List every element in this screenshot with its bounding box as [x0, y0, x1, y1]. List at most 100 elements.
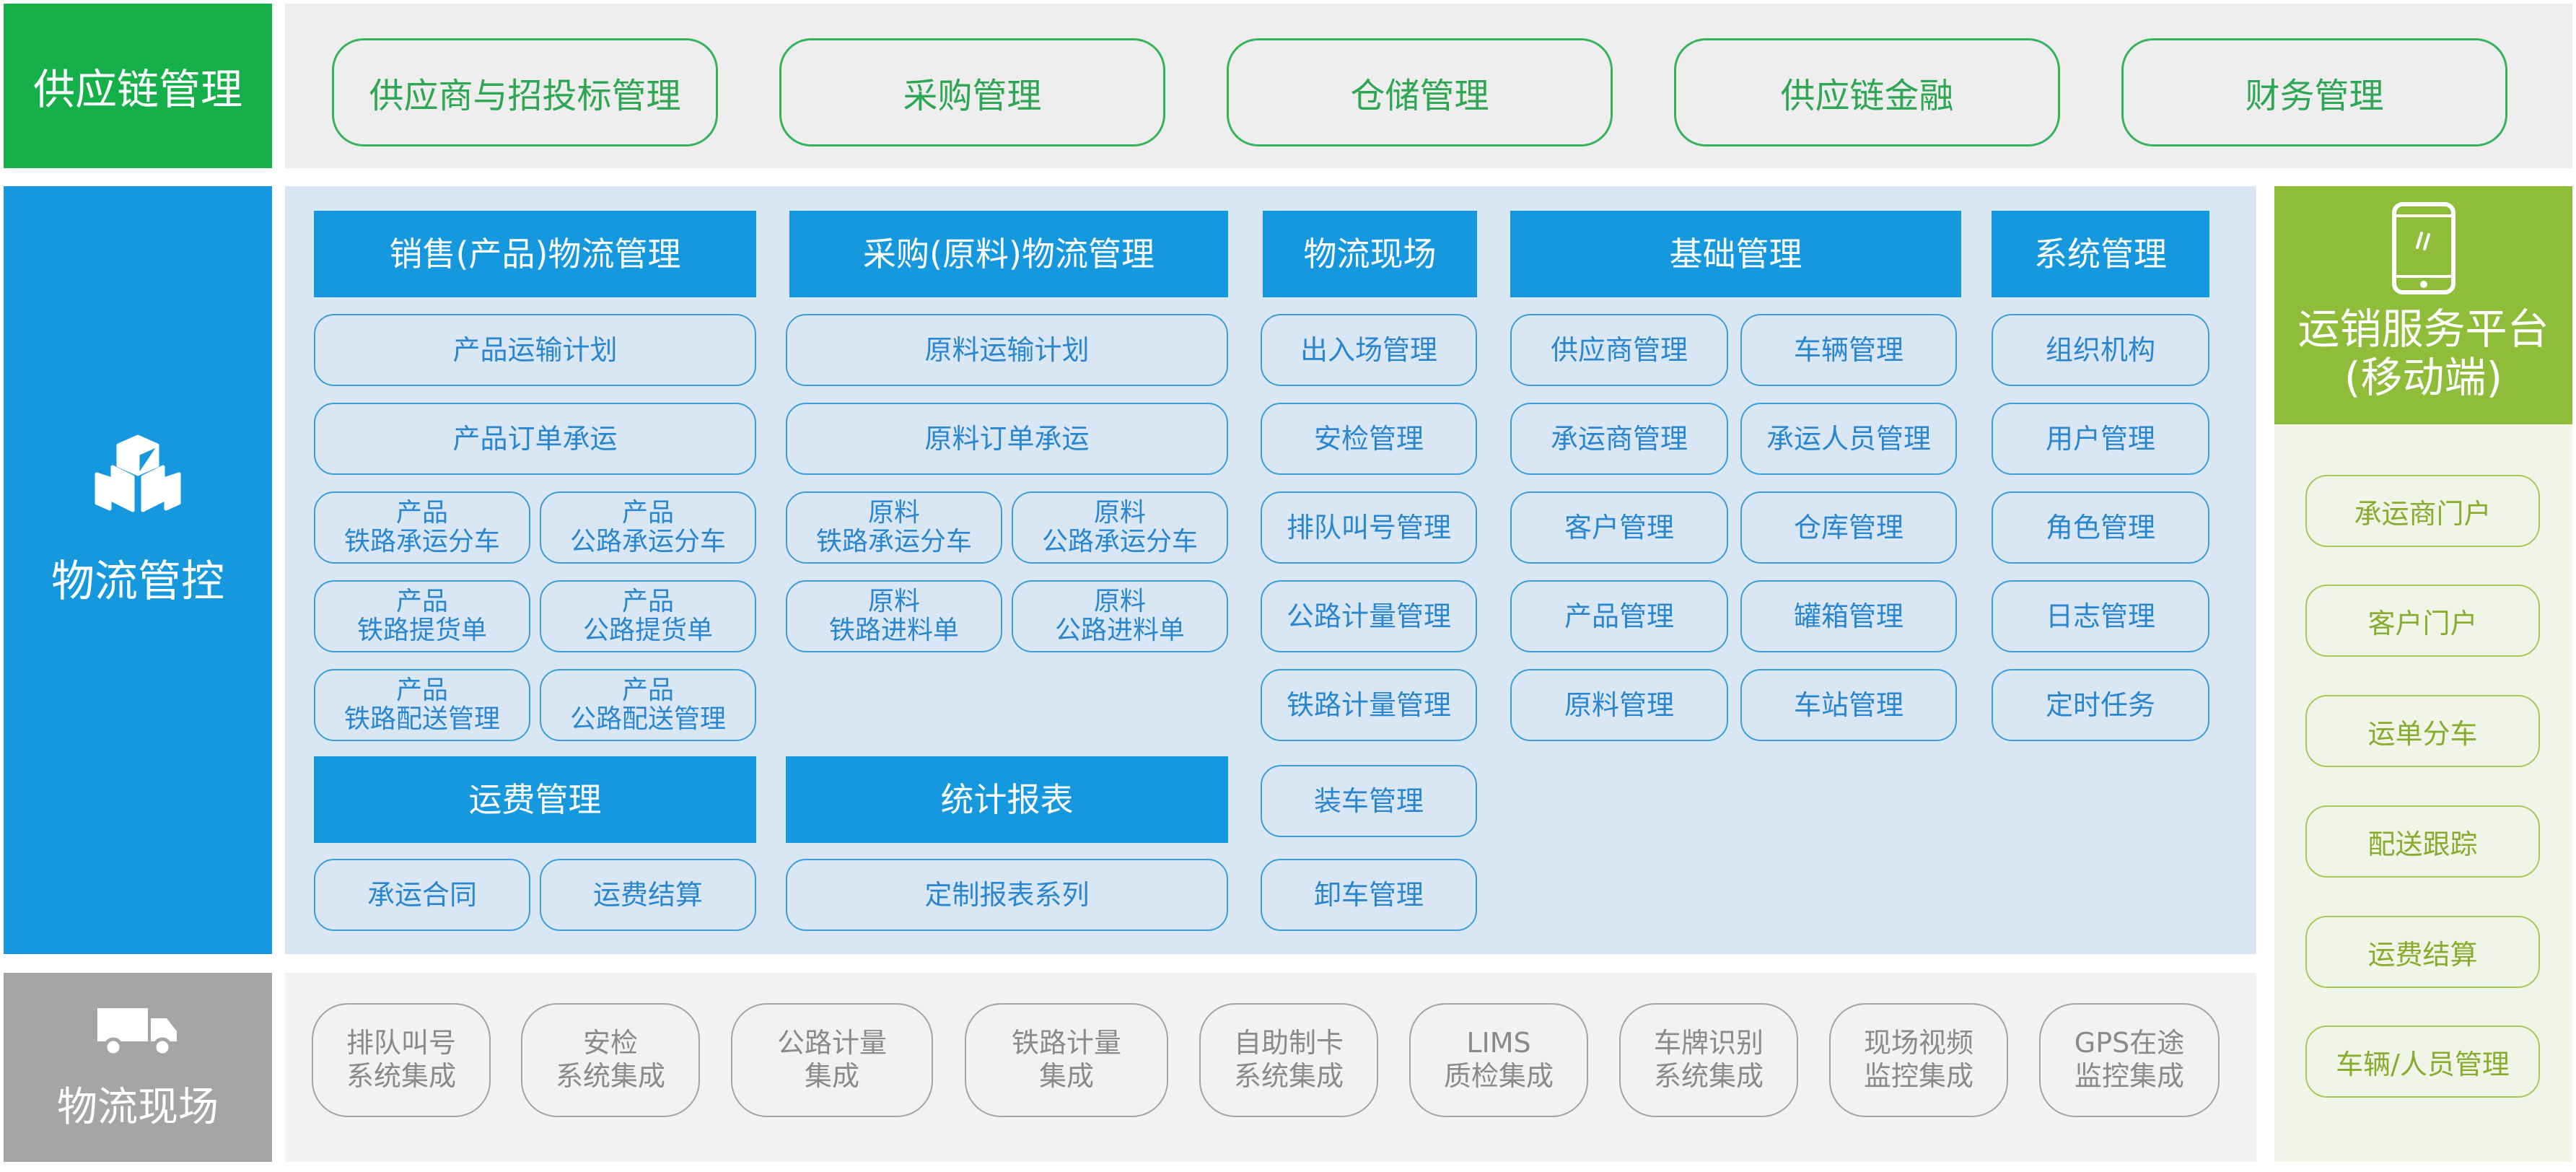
sales-rail-pickup-l2: 铁路提货单 [356, 616, 487, 645]
integration-card-making[interactable]: 自助制卡 系统集成 [1199, 1003, 1378, 1117]
mobile-platform-title-1: 运销服务平台 [2297, 305, 2549, 354]
mobile-waybill-dispatch[interactable]: 运单分车 [2305, 695, 2540, 767]
integration-queue-call-l1: 排队叫号 [346, 1027, 456, 1059]
integration-lims-l1: LIMS [1466, 1027, 1531, 1059]
supply-chain-panel [285, 4, 2572, 168]
purchase-order-carrier[interactable]: 原料订单承运 [786, 403, 1228, 475]
mobile-customer-portal[interactable]: 客户门户 [2305, 585, 2540, 657]
site-unloading[interactable]: 卸车管理 [1261, 859, 1477, 931]
integration-gps-monitoring-l2: 监控集成 [2074, 1060, 2184, 1092]
base-station[interactable]: 车站管理 [1740, 669, 1957, 741]
purchase-road-dispatch-l1: 原料 [1093, 497, 1146, 528]
base-product[interactable]: 产品管理 [1510, 580, 1728, 652]
base-tank-container[interactable]: 罐箱管理 [1740, 580, 1957, 652]
integration-rail-weighing-l2: 集成 [1038, 1060, 1094, 1092]
integration-queue-call[interactable]: 排队叫号 系统集成 [312, 1003, 491, 1117]
integration-gps-monitoring-l1: GPS在途 [2074, 1027, 2185, 1059]
purchase-rail-intake[interactable]: 原料 铁路进料单 [786, 580, 1002, 652]
integration-plate-recognition-l1: 车牌识别 [1653, 1027, 1764, 1059]
supply-chain-item-procurement[interactable]: 采购管理 [779, 38, 1165, 146]
integration-card-making-l2: 系统集成 [1233, 1060, 1344, 1092]
supply-chain-title: 供应链管理 [32, 65, 242, 114]
sales-transport-plan[interactable]: 产品运输计划 [314, 314, 756, 386]
sales-road-delivery[interactable]: 产品 公路配送管理 [540, 669, 756, 741]
sales-rail-dispatch-l2: 铁路承运分车 [343, 527, 500, 556]
site-header: 物流现场 [1263, 211, 1477, 297]
purchase-road-dispatch[interactable]: 原料 公路承运分车 [1012, 491, 1228, 564]
purchase-rail-intake-l2: 铁路进料单 [828, 616, 959, 645]
site-security-check[interactable]: 安检管理 [1261, 403, 1477, 475]
sales-road-pickup-l2: 公路提货单 [582, 616, 713, 645]
integration-plate-recognition[interactable]: 车牌识别 系统集成 [1619, 1003, 1798, 1117]
purchase-logistics-header: 采购(原料)物流管理 [789, 211, 1228, 297]
integration-rail-weighing-l1: 铁路计量 [1011, 1027, 1121, 1059]
system-scheduled-tasks[interactable]: 定时任务 [1992, 669, 2209, 741]
base-supplier[interactable]: 供应商管理 [1510, 314, 1728, 386]
purchase-road-dispatch-l2: 公路承运分车 [1041, 527, 1198, 556]
integration-rail-weighing[interactable]: 铁路计量 集成 [965, 1003, 1168, 1117]
report-header: 统计报表 [786, 756, 1228, 843]
base-carrier-staff[interactable]: 承运人员管理 [1740, 403, 1957, 475]
sales-rail-delivery[interactable]: 产品 铁路配送管理 [314, 669, 530, 741]
sales-rail-delivery-l1: 产品 [395, 675, 448, 705]
freight-header: 运费管理 [314, 756, 756, 843]
supply-chain-item-bidding[interactable]: 供应商与招投标管理 [332, 38, 718, 146]
site-rail-weighing[interactable]: 铁路计量管理 [1261, 669, 1477, 741]
base-vehicle[interactable]: 车辆管理 [1740, 314, 1957, 386]
base-warehouse[interactable]: 仓库管理 [1740, 491, 1957, 564]
supply-chain-item-warehouse[interactable]: 仓储管理 [1227, 38, 1613, 146]
purchase-rail-dispatch-l2: 铁路承运分车 [815, 527, 972, 556]
integration-lims-l2: 质检集成 [1443, 1060, 1554, 1092]
sales-road-pickup-l1: 产品 [621, 586, 674, 616]
integration-queue-call-l2: 系统集成 [346, 1060, 456, 1092]
sales-road-delivery-l1: 产品 [621, 675, 674, 705]
purchase-road-intake-l1: 原料 [1093, 586, 1146, 616]
integration-road-weighing[interactable]: 公路计量 集成 [731, 1003, 933, 1117]
mobile-freight-settlement[interactable]: 运费结算 [2305, 916, 2540, 988]
sales-logistics-header: 销售(产品)物流管理 [314, 211, 756, 297]
report-custom-series[interactable]: 定制报表系列 [786, 859, 1228, 931]
sales-order-carrier[interactable]: 产品订单承运 [314, 403, 756, 475]
system-logs[interactable]: 日志管理 [1992, 580, 2209, 652]
mobile-platform-title-2: (移动端) [2344, 353, 2503, 402]
integration-security[interactable]: 安检 系统集成 [521, 1003, 700, 1117]
site-entry-exit[interactable]: 出入场管理 [1261, 314, 1477, 386]
base-carrier[interactable]: 承运商管理 [1510, 403, 1728, 475]
integration-road-weighing-l1: 公路计量 [776, 1027, 887, 1059]
purchase-road-intake[interactable]: 原料 公路进料单 [1012, 580, 1228, 652]
logistics-site-title: 物流现场 [57, 1083, 219, 1131]
integration-road-weighing-l2: 集成 [804, 1060, 859, 1092]
mobile-delivery-tracking[interactable]: 配送跟踪 [2305, 805, 2540, 878]
freight-contract[interactable]: 承运合同 [314, 859, 530, 931]
site-road-weighing[interactable]: 公路计量管理 [1261, 580, 1477, 652]
purchase-transport-plan[interactable]: 原料运输计划 [786, 314, 1228, 386]
integration-gps-monitoring[interactable]: GPS在途 监控集成 [2039, 1003, 2220, 1117]
site-queue-call[interactable]: 排队叫号管理 [1261, 491, 1477, 564]
purchase-rail-intake-l1: 原料 [867, 586, 920, 616]
system-organization[interactable]: 组织机构 [1992, 314, 2209, 386]
supply-chain-item-finance[interactable]: 供应链金融 [1674, 38, 2060, 146]
base-header: 基础管理 [1510, 211, 1961, 297]
sales-road-pickup[interactable]: 产品 公路提货单 [540, 580, 756, 652]
integration-card-making-l1: 自助制卡 [1233, 1027, 1344, 1059]
sales-rail-dispatch[interactable]: 产品 铁路承运分车 [314, 491, 530, 564]
sales-road-dispatch[interactable]: 产品 公路承运分车 [540, 491, 756, 564]
system-header: 系统管理 [1992, 211, 2209, 297]
integration-video-monitoring[interactable]: 现场视频 监控集成 [1829, 1003, 2008, 1117]
integration-security-l1: 安检 [582, 1027, 638, 1059]
sales-road-dispatch-l2: 公路承运分车 [569, 527, 726, 556]
sales-rail-pickup[interactable]: 产品 铁路提货单 [314, 580, 530, 652]
system-users[interactable]: 用户管理 [1992, 403, 2209, 475]
freight-settlement[interactable]: 运费结算 [540, 859, 756, 931]
base-material[interactable]: 原料管理 [1510, 669, 1728, 741]
mobile-carrier-portal[interactable]: 承运商门户 [2305, 475, 2540, 547]
system-roles[interactable]: 角色管理 [1992, 491, 2209, 564]
sales-road-delivery-l2: 公路配送管理 [569, 704, 726, 734]
mobile-phone-icon [2391, 202, 2455, 295]
site-loading[interactable]: 装车管理 [1261, 765, 1477, 837]
mobile-vehicle-staff[interactable]: 车辆/人员管理 [2305, 1026, 2540, 1098]
supply-chain-item-accounting[interactable]: 财务管理 [2121, 38, 2507, 146]
integration-lims[interactable]: LIMS 质检集成 [1409, 1003, 1588, 1117]
base-customer[interactable]: 客户管理 [1510, 491, 1728, 564]
purchase-rail-dispatch[interactable]: 原料 铁路承运分车 [786, 491, 1002, 564]
